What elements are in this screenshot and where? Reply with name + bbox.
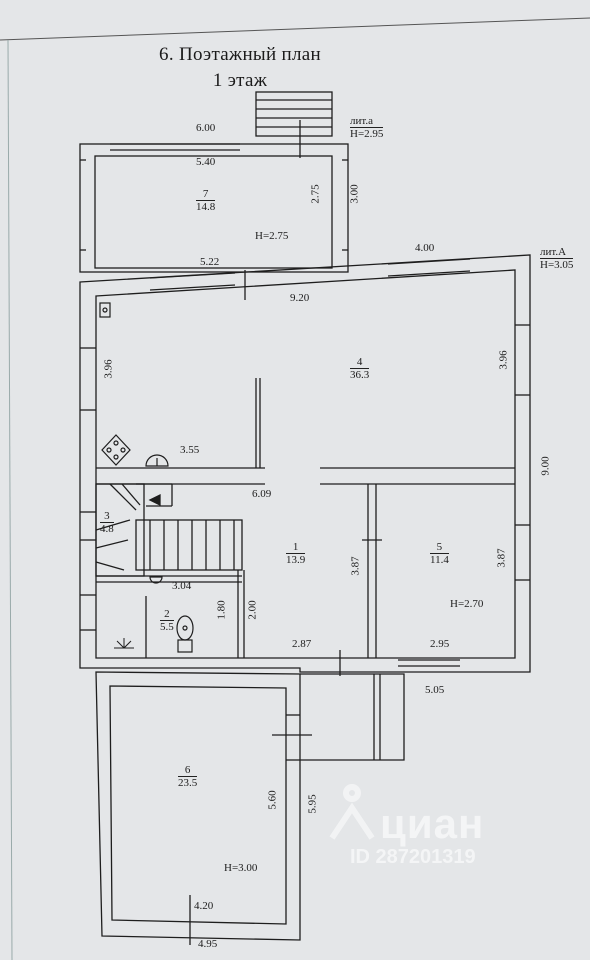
dim-3-96-left: 3.96 [102,359,115,379]
heater-icon [114,638,134,649]
room-4-label: 4 36.3 [350,356,370,381]
sink-icon [145,454,169,467]
room-6-area: 23.5 [178,777,198,789]
room-1-area: 13.9 [286,554,306,566]
porch-lower [300,659,460,761]
dim-3-87-middle: 3.87 [349,556,362,576]
dim-5-95: 5.95 [306,794,319,814]
dim-6-00: 6.00 [196,122,216,134]
dim-6-09: 6.09 [252,488,272,500]
room-6-number: 6 [178,764,198,777]
dim-4-00: 4.00 [415,242,435,254]
dim-9-00: 9.00 [539,456,552,476]
room-7-label: 7 14.8 [196,188,216,213]
washbasin-icon [149,576,163,584]
toilet-icon [176,615,194,653]
letter-A-height: Н=3.05 [540,259,574,271]
room-2-number: 2 [160,608,174,621]
room-1-number: 1 [286,541,306,554]
letter-a-name: лит.а [350,115,384,128]
dim-2-87: 2.87 [292,638,312,650]
room-3-number: 3 [100,510,114,523]
room-2-label: 2 5.5 [160,608,174,633]
dim-3-87-right: 3.87 [495,548,508,568]
room-7-walls [79,120,349,273]
dim-4-95: 4.95 [198,938,218,950]
room-6-height: H=3.00 [224,862,258,874]
room-3-area: 4.8 [100,523,114,535]
sheet-margin-line [7,39,13,960]
room-4-area: 36.3 [350,369,370,381]
cian-logo-icon [329,784,375,840]
dim-3-00: 3.00 [348,184,361,204]
interior-partitions [95,378,515,676]
dim-2-75: 2.75 [309,184,322,204]
sheet-top-edge [0,17,590,41]
room-7-number: 7 [196,188,216,201]
floor-title: 1 этаж [212,70,268,91]
room-5-label: 5 11.4 [430,541,449,566]
room-4-number: 4 [350,356,370,369]
watermark-brand: циан [380,800,485,847]
dim-3-04: 3.04 [172,580,192,592]
room-1-label: 1 13.9 [286,541,306,566]
room-3-label: 3 4.8 [100,510,114,535]
plan-title: 6. Поэтажный план [159,44,321,65]
letter-a-height: Н=2.95 [350,128,384,140]
dim-2-95: 2.95 [430,638,450,650]
room-5-area: 11.4 [430,554,449,566]
dim-5-05: 5.05 [425,684,445,696]
dim-9-20: 9.20 [290,292,310,304]
dim-1-80: 1.80 [215,600,228,620]
room-6-label: 6 23.5 [178,764,198,789]
watermark-id: ID 287201319 [350,846,476,868]
dim-3-55: 3.55 [180,444,200,456]
stove-icon [99,302,111,318]
room-7-height: H=2.75 [255,230,289,242]
dim-4-20: 4.20 [194,900,214,912]
letter-A-label: лит.А Н=3.05 [540,246,574,271]
room-5-height: H=2.70 [450,598,484,610]
dim-5-60: 5.60 [266,790,279,810]
letter-A-name: лит.А [540,246,574,259]
dim-2-00: 2.00 [246,600,259,620]
room-6-walls [95,671,312,945]
room-5-number: 5 [430,541,449,554]
room-2-area: 5.5 [160,621,174,633]
porch-steps [255,91,333,137]
cooktop-icon [101,434,131,466]
room-7-area: 14.8 [196,201,216,213]
dim-5-40: 5.40 [196,156,216,168]
dim-3-96-right: 3.96 [497,350,510,370]
letter-a-label: лит.а Н=2.95 [350,115,384,140]
dim-5-22: 5.22 [200,256,220,268]
